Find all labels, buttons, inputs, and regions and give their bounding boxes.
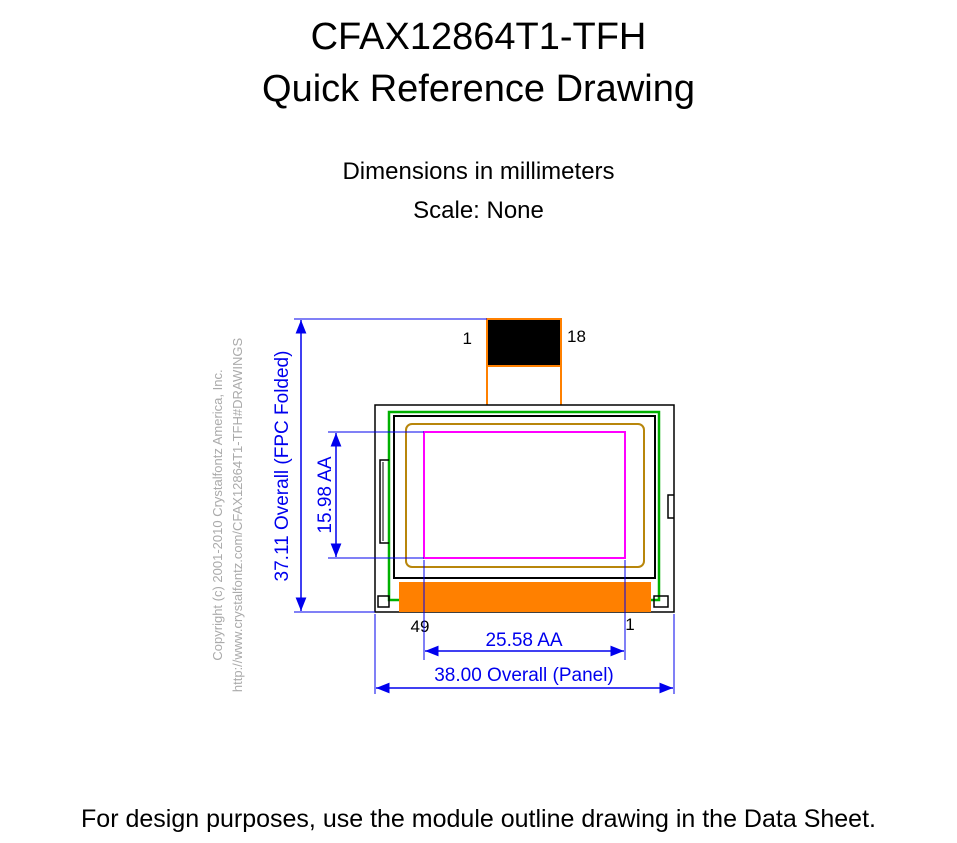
active-area [423, 431, 626, 559]
panel-outline [374, 404, 675, 613]
page-title-description: Quick Reference Drawing [262, 68, 695, 110]
bottom-pin-label-right: 1 [625, 615, 634, 634]
dim-label-height-aa: 15.98 AA [315, 456, 336, 533]
bottom-right-tab [653, 595, 669, 608]
dim-label-width-aa: 25.58 AA [485, 630, 562, 651]
right-tab [667, 494, 674, 519]
copyright-url: http://www.crystalfontz.com/CFAX12864T1-… [230, 338, 245, 693]
bottom-pin-label-left: 49 [411, 617, 430, 636]
display-outline [393, 415, 656, 579]
copyright-notice: Copyright (c) 2001-2010 Crystalfontz Ame… [210, 369, 225, 660]
dim-label-width-overall: 38.00 Overall (Panel) [434, 665, 614, 686]
bottom-left-tab [377, 595, 390, 608]
left-tab [379, 459, 389, 544]
fpc-connector [486, 318, 562, 367]
footer-note: For design purposes, use the module outl… [81, 805, 876, 833]
scale-note: Scale: None [413, 197, 544, 224]
units-note: Dimensions in millimeters [342, 158, 615, 185]
dim-label-height-overall: 37.11 Overall (FPC Folded) [272, 351, 293, 582]
fpc-pin-label-right: 18 [567, 327, 586, 346]
bottom-fpc [399, 582, 651, 612]
page-title-part-number: CFAX12864T1-TFH [310, 16, 647, 58]
viewing-area [405, 423, 645, 568]
fpc-pin-label-left: 1 [463, 329, 472, 348]
